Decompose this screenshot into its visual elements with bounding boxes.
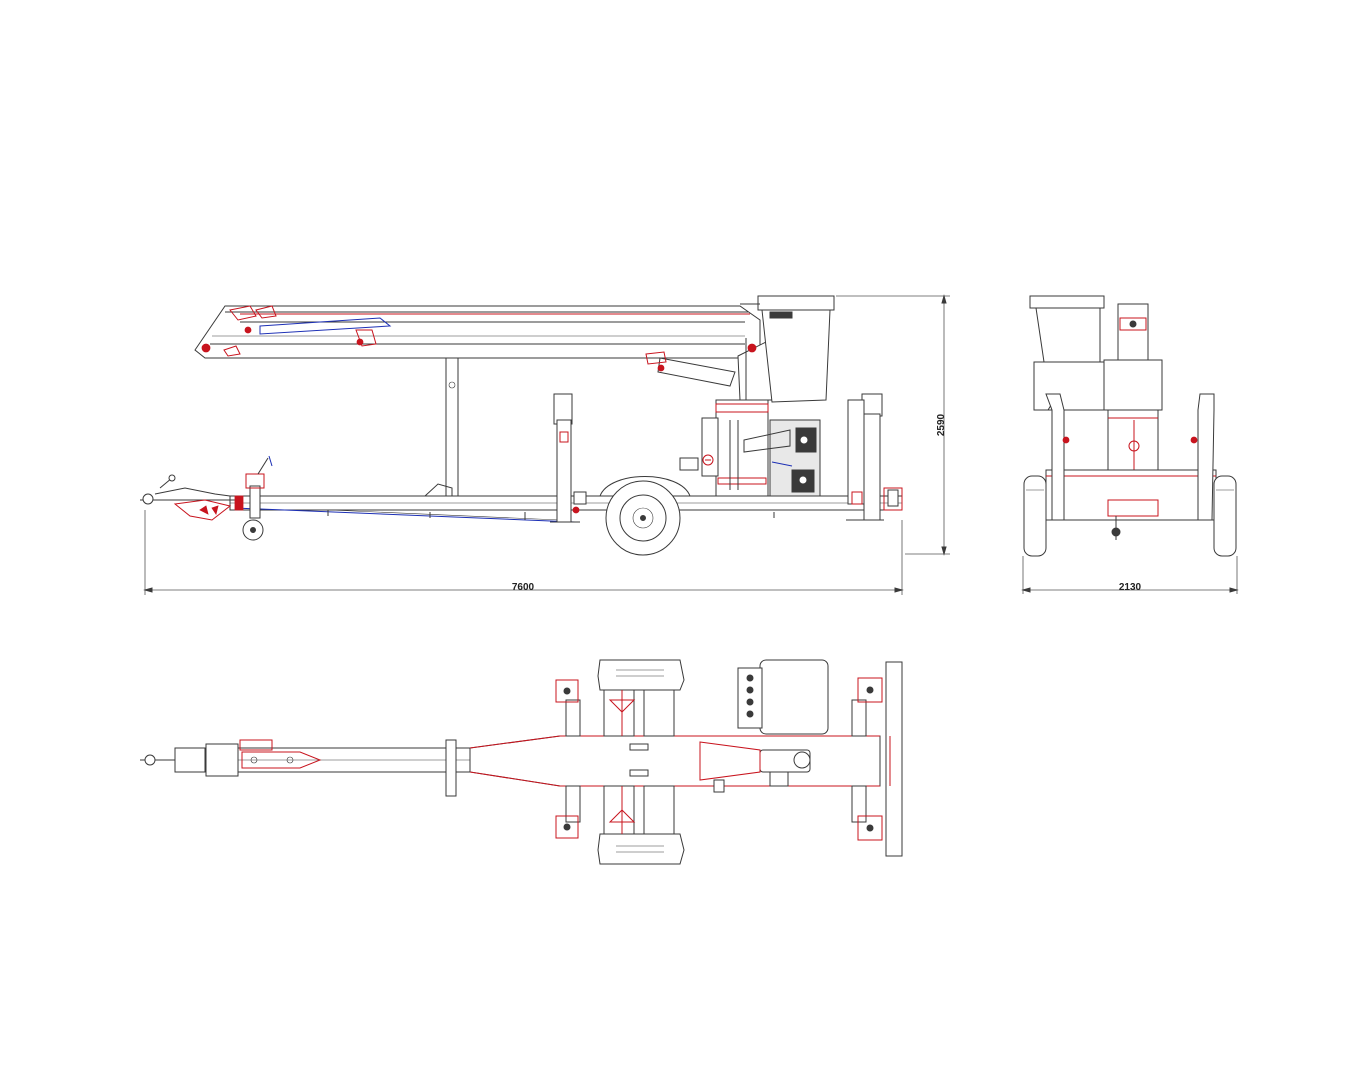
top-basket xyxy=(737,659,829,735)
side-road-wheel xyxy=(599,476,691,556)
side-rear-outrigger xyxy=(846,393,884,521)
side-jockey-wheel xyxy=(242,455,273,541)
top-boom-rest xyxy=(445,739,457,797)
front-width-dimension xyxy=(1021,556,1239,594)
front-outriggers xyxy=(1045,393,1215,521)
top-view xyxy=(140,659,903,865)
top-wheels xyxy=(597,659,685,865)
side-boom xyxy=(194,305,761,359)
side-basket xyxy=(740,295,835,403)
front-basket xyxy=(1029,295,1105,411)
side-tow-hitch xyxy=(140,474,244,521)
side-hardware xyxy=(327,510,775,520)
front-hitch xyxy=(1107,499,1159,540)
side-view: 7600 2590 xyxy=(140,294,950,595)
width-label: 2130 xyxy=(1119,582,1142,593)
top-hitch xyxy=(140,739,273,777)
top-front-outriggers xyxy=(555,679,581,839)
side-front-outrigger xyxy=(550,393,587,523)
front-chassis xyxy=(1045,469,1217,521)
side-turret xyxy=(679,399,821,497)
side-length-dimension xyxy=(143,510,904,595)
top-chassis xyxy=(469,735,881,787)
front-wheels xyxy=(1023,475,1237,557)
top-rear-beam xyxy=(885,661,903,857)
length-label: 7600 xyxy=(512,582,535,593)
front-view: 2130 xyxy=(1021,295,1239,594)
side-height-dimension xyxy=(836,294,950,556)
top-turret xyxy=(699,741,811,793)
height-label: 2590 xyxy=(936,413,947,436)
side-boom-rest xyxy=(424,347,459,497)
top-rear-outriggers xyxy=(851,677,883,841)
